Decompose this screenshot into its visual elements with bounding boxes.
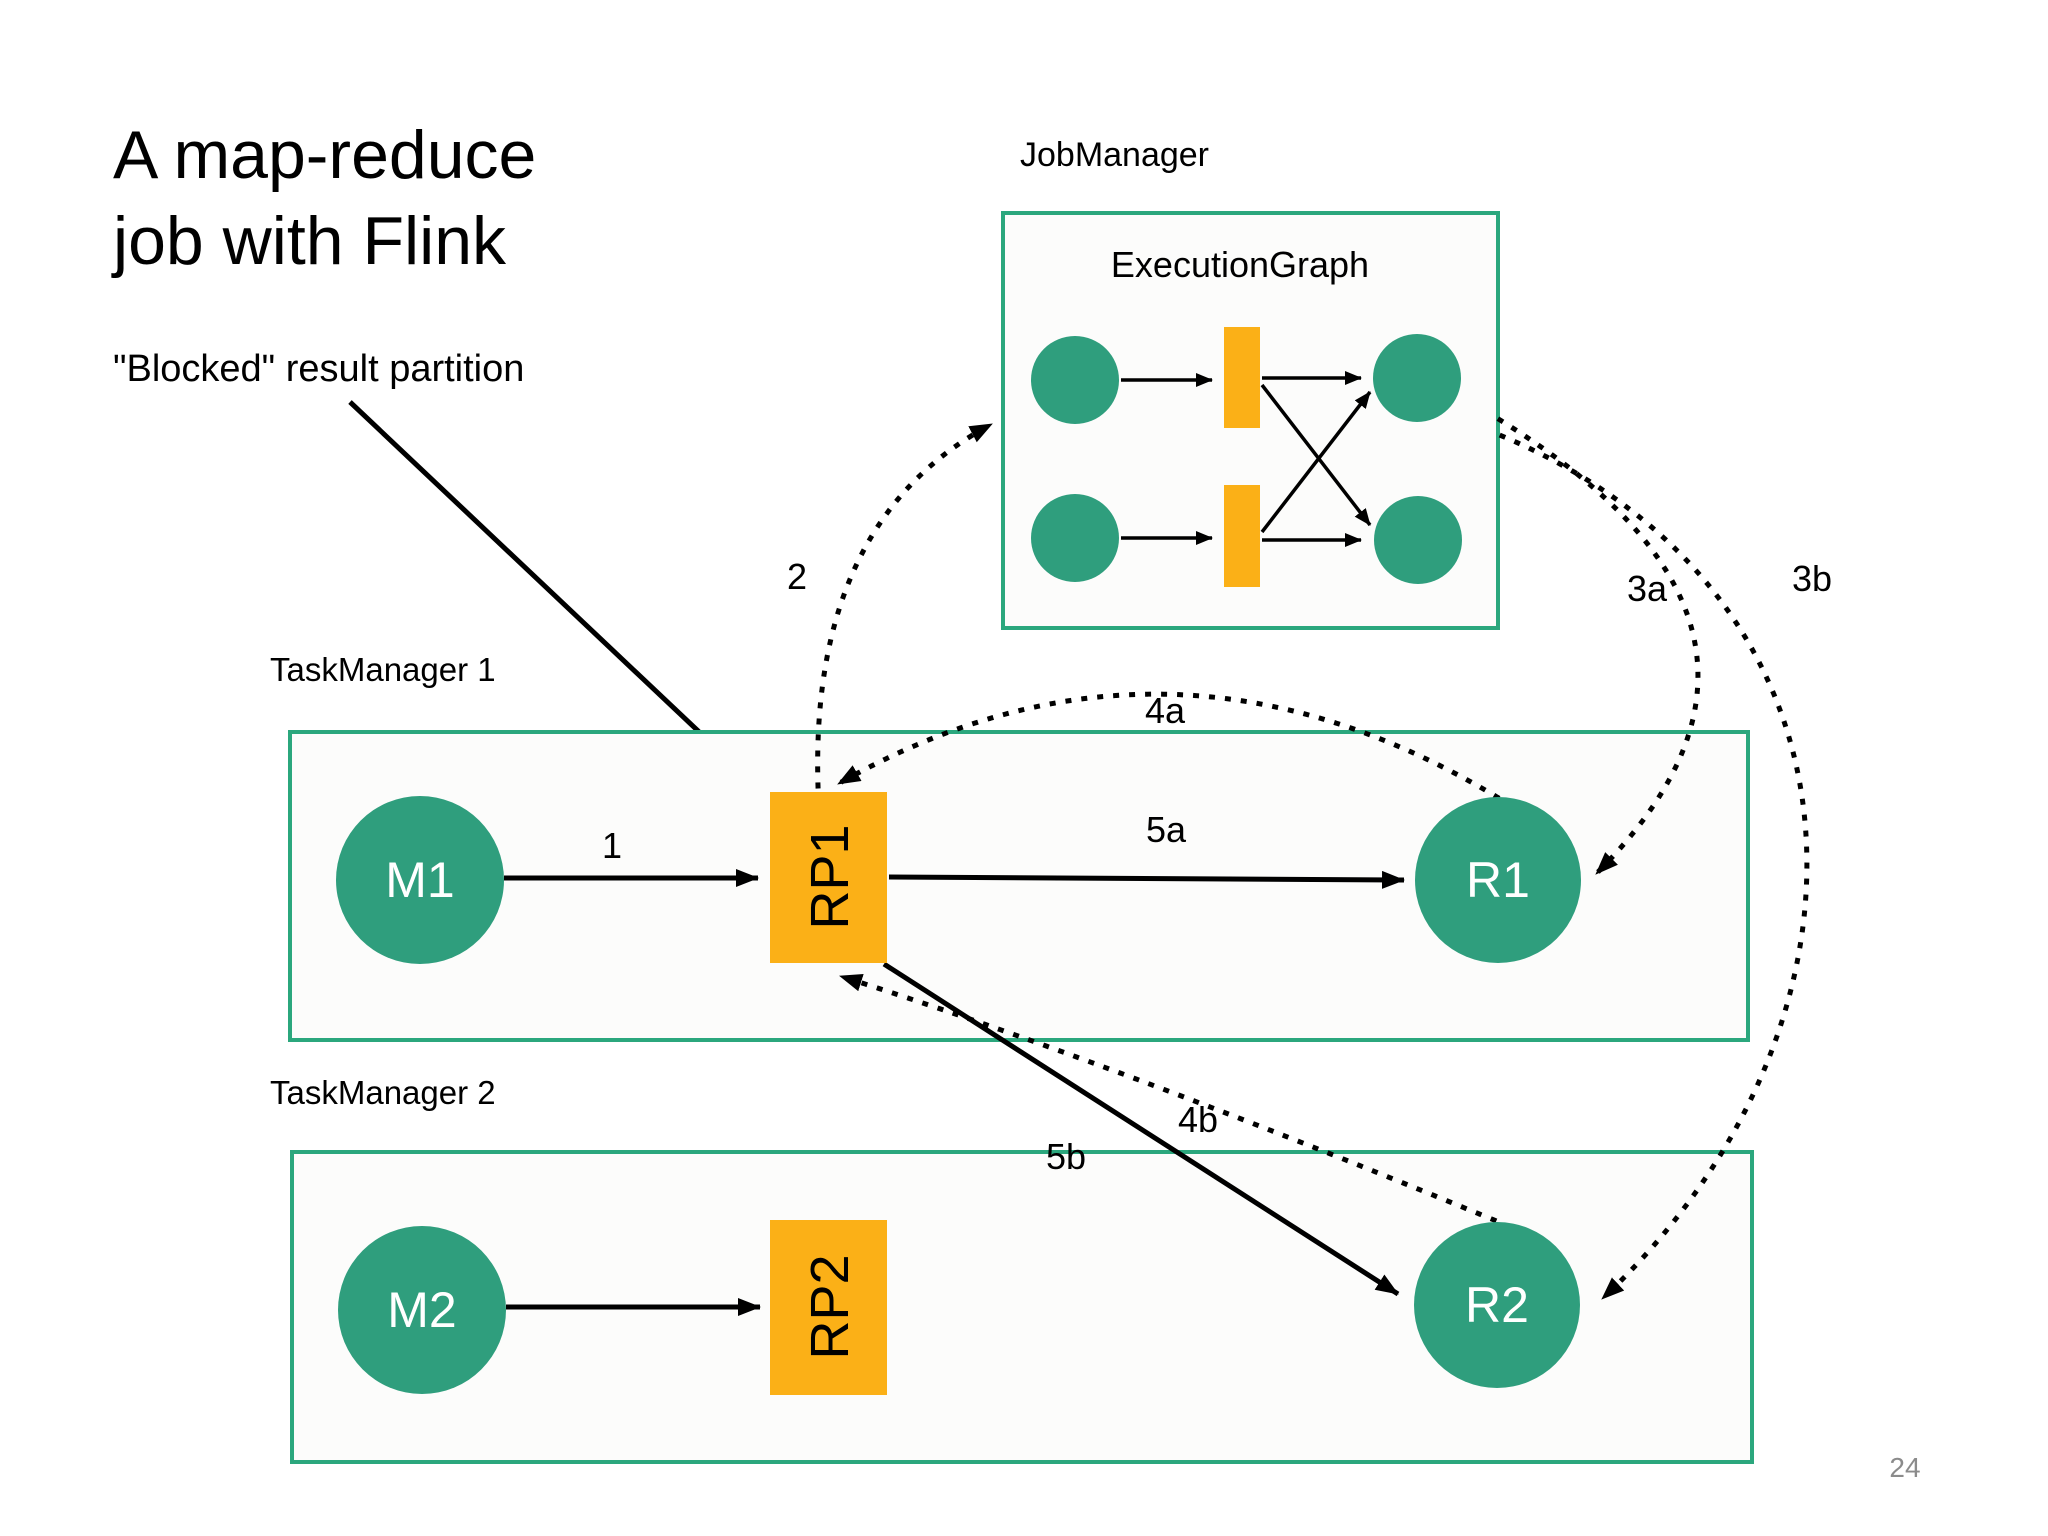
eg-vertex-bottom-left bbox=[1031, 494, 1119, 582]
eg-edge-bar1-r2 bbox=[1260, 383, 1372, 527]
arrow-label-4b: 4b bbox=[1178, 1099, 1218, 1140]
dotted-arrow-step4a-r1-to-rp1 bbox=[834, 691, 1501, 801]
taskmanager1-label: TaskManager 1 bbox=[270, 651, 496, 688]
m1-node bbox=[336, 796, 504, 964]
page-number: 24 bbox=[1889, 1452, 1920, 1483]
eg-vertex-top-left bbox=[1031, 336, 1119, 424]
eg-edge-bar2-r1 bbox=[1260, 390, 1372, 534]
eg-vertex-bottom-right bbox=[1374, 496, 1462, 584]
rp2-node bbox=[770, 1220, 887, 1395]
arrow-label-3a: 3a bbox=[1627, 568, 1668, 609]
arrow-step5b-rp1-to-r2 bbox=[882, 961, 1400, 1297]
dotted-arrow-step2-rp1-to-jobmanager bbox=[815, 420, 996, 789]
rp1-label: RP1 bbox=[800, 824, 860, 929]
arrow-label-4a: 4a bbox=[1145, 690, 1186, 731]
m2-label: M2 bbox=[387, 1282, 456, 1338]
blocked-annotation-label: "Blocked" result partition bbox=[113, 348, 524, 390]
jobmanager-label: JobManager bbox=[1020, 136, 1209, 174]
r1-label: R1 bbox=[1466, 852, 1530, 908]
eg-partition-bar-top bbox=[1224, 327, 1260, 428]
arrow-step5a-rp1-to-r1 bbox=[888, 870, 1405, 889]
blocked-annotation-arrow bbox=[348, 400, 752, 782]
arrow-label-3b: 3b bbox=[1792, 558, 1832, 599]
taskmanager2-label: TaskManager 2 bbox=[270, 1074, 496, 1111]
executiongraph-label: ExecutionGraph bbox=[1111, 244, 1369, 285]
slide-title-line1: A map-reduce bbox=[113, 117, 536, 193]
slide-title-line2: job with Flink bbox=[111, 203, 507, 279]
r1-node bbox=[1415, 797, 1581, 963]
rp2-label: RP2 bbox=[800, 1254, 860, 1359]
arrow-label-5a: 5a bbox=[1146, 809, 1187, 850]
dotted-arrow-step4b-r2-to-rp1 bbox=[836, 972, 1498, 1224]
eg-partition-bar-bottom bbox=[1224, 485, 1260, 587]
r2-node bbox=[1414, 1222, 1580, 1388]
arrow-label-2: 2 bbox=[787, 556, 807, 597]
r2-label: R2 bbox=[1465, 1277, 1529, 1333]
eg-vertex-top-right bbox=[1373, 334, 1461, 422]
rp1-node bbox=[770, 792, 887, 963]
m1-label: M1 bbox=[385, 852, 454, 908]
arrow-label-1: 1 bbox=[602, 825, 622, 866]
arrow-label-5b: 5b bbox=[1046, 1136, 1086, 1177]
m2-node bbox=[338, 1226, 506, 1394]
